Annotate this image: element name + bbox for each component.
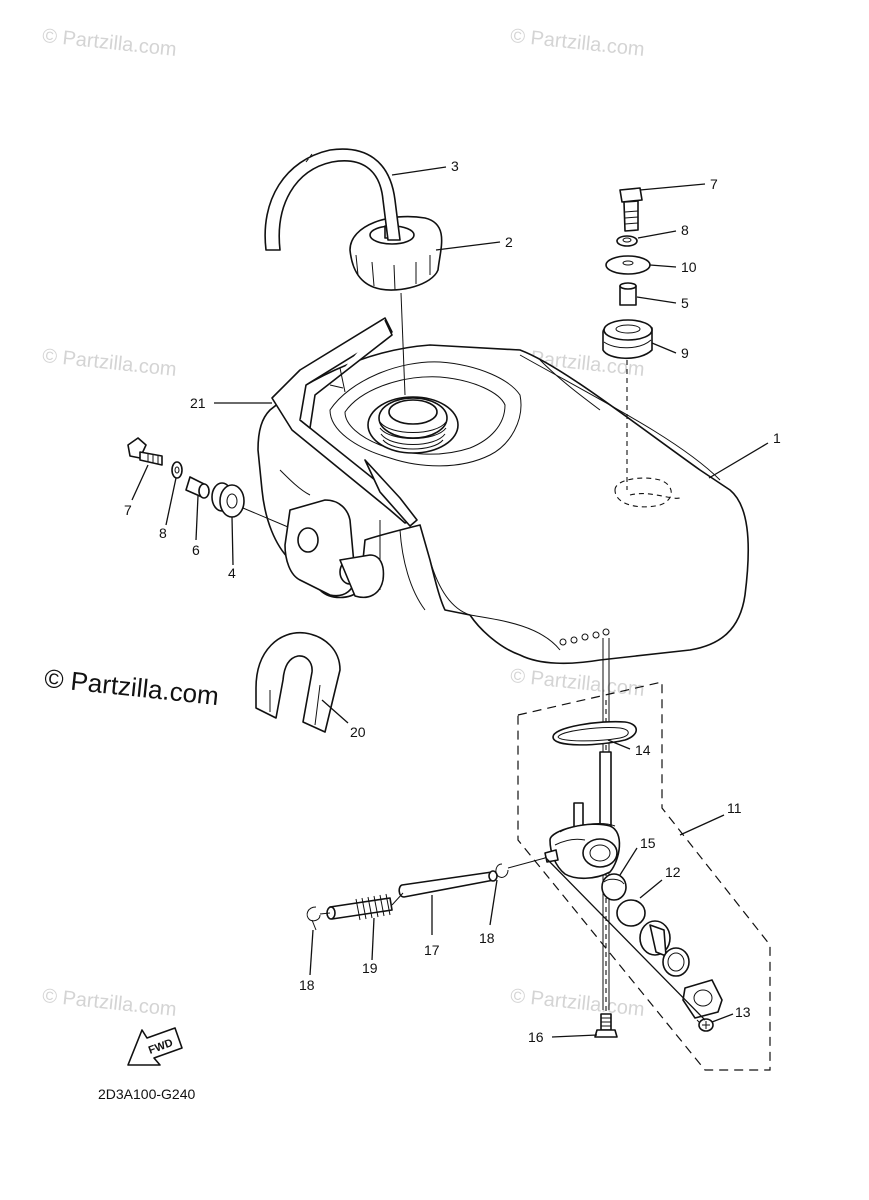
plate-washer: [605, 255, 651, 275]
callout-21: 21: [190, 395, 206, 411]
callout-6: 6: [192, 542, 200, 558]
collar-right: [619, 282, 637, 306]
callout-2: 2: [505, 234, 513, 250]
filter-screen: [601, 873, 627, 901]
callout-11: 11: [727, 800, 742, 816]
collar-left: [185, 476, 210, 499]
callout-8-left: 8: [159, 525, 167, 541]
guide-line: [544, 856, 706, 1021]
callout-4: 4: [228, 565, 236, 581]
callout-5: 5: [681, 295, 689, 311]
callout-16: 16: [528, 1029, 544, 1045]
callout-7-right: 7: [710, 176, 718, 192]
guide-line: [242, 507, 289, 528]
callout-18-left: 18: [299, 977, 315, 993]
callout-3: 3: [451, 158, 459, 174]
fuel-cock-body: [544, 751, 621, 880]
fuel-tank: [257, 344, 750, 665]
callout-10: 10: [681, 259, 697, 275]
callout-19: 19: [362, 960, 378, 976]
callout-7-left: 7: [124, 502, 132, 518]
hose-clip-right: [495, 857, 546, 878]
fuel-hose: [398, 870, 498, 898]
callout-17: 17: [424, 942, 440, 958]
lever-plate: [682, 979, 723, 1019]
fwd-arrow-icon: FWD: [127, 1027, 183, 1066]
fuel-cock-lever: [639, 920, 690, 977]
washer-left: [171, 461, 183, 479]
grommet-right: [602, 319, 653, 360]
callout-14: 14: [635, 742, 651, 758]
callout-numbers: 1 2 3 7 8 10 5 9 21 7 8 6 4 20 14 11 15 …: [124, 158, 781, 1045]
callout-8-right: 8: [681, 222, 689, 238]
spring: [326, 892, 404, 921]
tank-pad: [255, 631, 341, 733]
callout-1: 1: [773, 430, 781, 446]
callout-20: 20: [350, 724, 366, 740]
callout-9: 9: [681, 345, 689, 361]
o-ring: [552, 720, 638, 746]
callout-13: 13: [735, 1004, 751, 1020]
callout-15: 15: [640, 835, 656, 851]
bolt-right: [619, 187, 643, 232]
diagram-code: 2D3A100-G240: [98, 1086, 196, 1102]
screw: [696, 1018, 714, 1032]
washer-right: [616, 235, 638, 247]
leader-lines: [131, 166, 769, 1038]
sediment-cup: [616, 899, 646, 927]
bolt-bottom: [594, 1013, 618, 1038]
grommet-left: [211, 482, 245, 518]
bolt-left: [127, 437, 163, 466]
breather-hose: [264, 148, 401, 251]
callout-18-right: 18: [479, 930, 495, 946]
fuel-cock-assembly-box: [517, 681, 771, 1071]
callout-12: 12: [665, 864, 681, 880]
hose-clip-left: [306, 906, 331, 931]
tank-guard: [271, 317, 418, 527]
